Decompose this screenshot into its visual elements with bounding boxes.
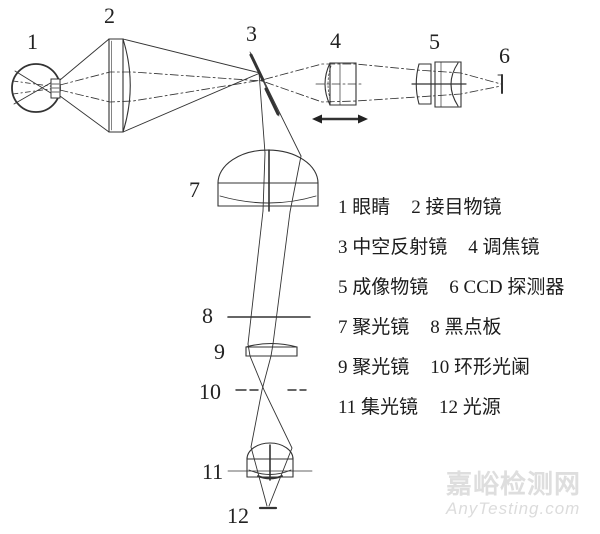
legend-item: 6 CCD 探测器 bbox=[449, 277, 565, 298]
legend-row: 11 集光镜 12 光源 bbox=[338, 388, 564, 428]
legend-item: 2 接目物镜 bbox=[411, 197, 502, 218]
legend-row: 7 聚光镜 8 黑点板 bbox=[338, 308, 564, 348]
component-label-11: 11 bbox=[202, 459, 224, 484]
component-label-7: 7 bbox=[189, 177, 200, 202]
component-label-1: 1 bbox=[27, 29, 38, 54]
component-label-6: 6 bbox=[499, 43, 510, 68]
condenser-lens-upper bbox=[218, 150, 318, 211]
legend-item: 5 成像物镜 bbox=[338, 277, 429, 298]
component-label-5: 5 bbox=[429, 29, 440, 54]
eye-icon bbox=[12, 64, 60, 112]
component-label-9: 9 bbox=[214, 339, 225, 364]
legend-item: 4 调焦镜 bbox=[468, 237, 540, 258]
legend-row: 5 成像物镜 6 CCD 探测器 bbox=[338, 268, 564, 308]
focusing-lens bbox=[325, 63, 356, 105]
component-label-4: 4 bbox=[330, 28, 341, 53]
legend-item: 3 中空反射镜 bbox=[338, 237, 448, 258]
legend-item: 7 聚光镜 bbox=[338, 317, 410, 338]
imaging-lens bbox=[412, 62, 466, 107]
observation-rays bbox=[60, 39, 260, 132]
legend-row: 1 眼睛 2 接目物镜 bbox=[338, 188, 564, 228]
ccd-detector-icon bbox=[498, 75, 502, 93]
hollow-mirror bbox=[250, 52, 279, 116]
measurement-rays bbox=[60, 64, 501, 102]
component-label-12: 12 bbox=[227, 503, 249, 528]
component-label-2: 2 bbox=[104, 3, 115, 28]
collector-lens bbox=[228, 443, 312, 480]
condenser-lens-lower bbox=[246, 344, 297, 357]
legend-item: 10 环形光阑 bbox=[430, 357, 531, 378]
legend-item: 8 黑点板 bbox=[430, 317, 502, 338]
component-label-3: 3 bbox=[246, 21, 257, 46]
legend-item: 1 眼睛 bbox=[338, 197, 391, 218]
legend-item: 11 集光镜 bbox=[338, 397, 419, 418]
component-label-8: 8 bbox=[202, 303, 213, 328]
legend: 1 眼睛 2 接目物镜 3 中空反射镜 4 调焦镜 5 成像物镜 6 CCD 探… bbox=[338, 188, 564, 428]
legend-row: 3 中空反射镜 4 调焦镜 bbox=[338, 228, 564, 268]
axial-movement-arrow-icon bbox=[312, 114, 368, 124]
legend-row: 9 聚光镜 10 环形光阑 bbox=[338, 348, 564, 388]
legend-item: 9 聚光镜 bbox=[338, 357, 410, 378]
illumination-rays bbox=[248, 72, 301, 506]
component-label-10: 10 bbox=[199, 379, 221, 404]
legend-item: 12 光源 bbox=[439, 397, 501, 418]
objective-lens bbox=[109, 39, 130, 132]
